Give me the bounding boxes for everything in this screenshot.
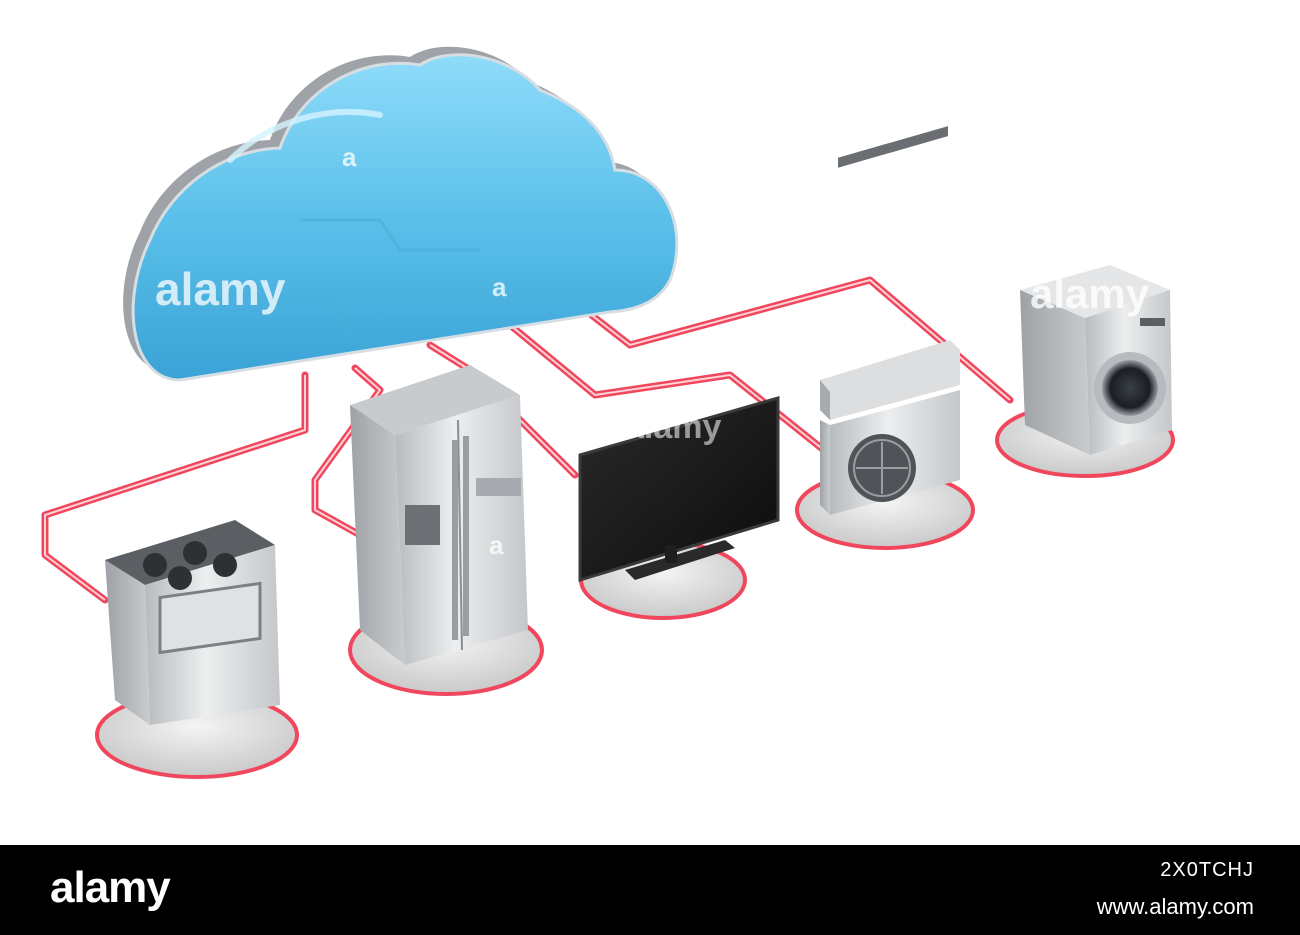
refrigerator-icon <box>350 365 528 665</box>
footer-logo: alamy <box>50 863 171 912</box>
footer-url: www.alamy.com <box>1096 894 1254 919</box>
television-icon <box>578 396 780 583</box>
air-conditioner-icon <box>820 126 960 515</box>
illustration-scene: alamy alamy alamy a a a <box>41 46 1175 779</box>
image-id: 2X0TCHJ <box>1160 859 1254 881</box>
washing-machine-icon <box>1020 265 1172 455</box>
gas-stove-icon <box>105 520 280 725</box>
network-cables-highlight <box>44 279 1011 601</box>
watermark-footer: alamy 2X0TCHJ www.alamy.com <box>0 845 1300 935</box>
cloud-icon <box>123 46 679 382</box>
footer-info: 2X0TCHJ www.alamy.com <box>1097 859 1254 920</box>
